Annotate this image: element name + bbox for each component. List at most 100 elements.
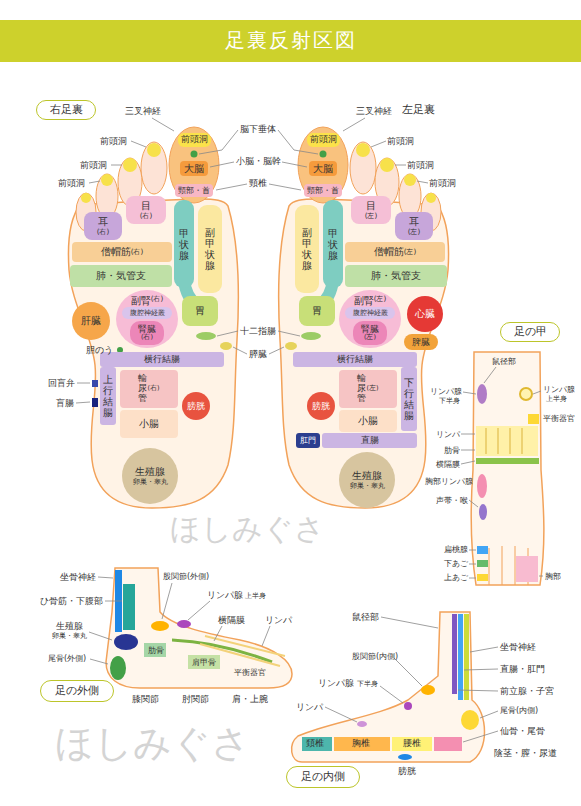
label-wrap: 横隔膜 bbox=[436, 460, 460, 469]
outer-side-illustration bbox=[162, 583, 172, 619]
leader-line bbox=[233, 347, 247, 354]
outer-side-illustration bbox=[177, 620, 191, 628]
reflex-zone: 肺・気管支 bbox=[70, 265, 172, 287]
zone-label: 副腎 bbox=[354, 295, 374, 307]
inner-side-illustration bbox=[464, 669, 498, 670]
zone-sublabel: (右) bbox=[131, 248, 144, 256]
zone-label: 足の外側 bbox=[55, 685, 99, 698]
part-label: 胆のう bbox=[86, 345, 113, 355]
zone-label: 直腸 bbox=[361, 435, 379, 445]
reflex-zone: 前頭洞 bbox=[307, 133, 340, 147]
label-wrap: 頚椎 bbox=[306, 738, 324, 748]
label-wrap: 下半身 bbox=[357, 680, 378, 688]
foot-top-illustration bbox=[471, 352, 544, 585]
reflex-zone: 直腸 bbox=[322, 433, 417, 448]
part-label: 生殖腺 bbox=[56, 621, 83, 631]
zone-label: 目 bbox=[141, 200, 151, 212]
reflex-zone: 膀胱 bbox=[182, 392, 210, 420]
reflex-zone: 上行結腸 bbox=[100, 367, 116, 425]
foot-top-illustration bbox=[477, 574, 488, 581]
inner-side-illustration bbox=[292, 612, 498, 762]
label-wrap: 腰椎 bbox=[403, 738, 421, 748]
view-badge: 足の甲 bbox=[500, 322, 560, 342]
inner-side-illustration bbox=[334, 737, 390, 751]
inner-side-illustration bbox=[461, 710, 479, 730]
outer-side-illustration bbox=[262, 626, 270, 646]
label-wrap: 脳下垂体 bbox=[240, 124, 276, 134]
reflex-zone: 大脳 bbox=[180, 161, 208, 176]
label-wrap: 前頭洞 bbox=[429, 178, 456, 188]
view-badge: 足の内側 bbox=[286, 766, 360, 788]
label-wrap: 上あご bbox=[444, 573, 468, 582]
zone-label: 膀胱 bbox=[312, 401, 330, 411]
label-wrap: 十二指腸 bbox=[240, 326, 276, 336]
zone-label: 肛門 bbox=[300, 436, 316, 445]
outer-side-illustration bbox=[123, 584, 135, 630]
label-wrap: 平衡器官 bbox=[543, 414, 575, 423]
part-label: 鼠径部 bbox=[492, 357, 516, 366]
part-label: 平衡器官 bbox=[543, 414, 575, 423]
leader-line bbox=[216, 184, 247, 190]
part-label: 前頭洞 bbox=[387, 136, 414, 146]
zone-sublabel: (左) bbox=[374, 295, 387, 303]
reflex-zone: 肺・気管支 bbox=[345, 265, 447, 287]
foot-top-illustration bbox=[533, 391, 541, 394]
reflex-zone: 大脳 bbox=[309, 161, 337, 176]
zone-label: 右足裏 bbox=[50, 104, 83, 117]
zone-label: 腹腔神経叢 bbox=[353, 309, 388, 317]
inner-side-illustration bbox=[381, 617, 438, 628]
zone-label: 僧帽筋 bbox=[101, 246, 131, 258]
sole-illustration bbox=[147, 143, 161, 157]
part-label: リンパ腺 bbox=[543, 385, 575, 394]
foot-top-illustration bbox=[516, 556, 538, 582]
leader-line bbox=[217, 331, 238, 336]
part-label: リンパ腺 bbox=[318, 678, 354, 688]
reflex-zone: 頸部・首 bbox=[175, 184, 213, 197]
right-sole-marks bbox=[76, 402, 90, 403]
part-label: 直腸・肛門 bbox=[500, 664, 545, 674]
foot-top-illustration bbox=[528, 414, 539, 424]
zone-label: 腎臓 bbox=[138, 324, 156, 334]
foot-top-illustration bbox=[461, 434, 475, 435]
label-wrap: 横隔膜 bbox=[218, 615, 245, 625]
reflex-zone: 膀胱 bbox=[307, 392, 335, 420]
reflex-zone: 耳(右) bbox=[84, 212, 122, 240]
zone-sublabel: (左) bbox=[365, 212, 378, 220]
zone-label: 胃 bbox=[312, 305, 322, 317]
part-label: 頸椎 bbox=[249, 178, 267, 188]
part-label: 声帯・喉 bbox=[436, 496, 468, 505]
foot-top-illustration bbox=[477, 560, 488, 567]
label-wrap: 回盲弁 bbox=[48, 378, 75, 388]
zone-sublabel: (左) bbox=[404, 248, 417, 256]
sole-illustration bbox=[152, 118, 174, 131]
label-wrap: 膀胱 bbox=[398, 766, 416, 776]
label-wrap: 肋骨 bbox=[148, 646, 164, 655]
reflex-zone: 甲状腺 bbox=[174, 200, 194, 288]
foot-top-illustration bbox=[461, 367, 543, 578]
watermark: ほしみぐさ bbox=[170, 512, 325, 547]
label-wrap: 小脳・脳幹 bbox=[236, 156, 281, 166]
part-label: 前頭洞 bbox=[407, 160, 434, 170]
reflex-zone: 僧帽筋(左) bbox=[345, 242, 445, 262]
reflex-zone: 耳(左) bbox=[395, 212, 433, 240]
part-label: 前頭洞 bbox=[100, 136, 127, 146]
foot-top-illustration bbox=[463, 392, 476, 394]
reflex-zone: 頸部・首 bbox=[304, 184, 342, 197]
inner-side-illustration bbox=[434, 737, 462, 751]
part-label: 肋骨 bbox=[148, 646, 164, 655]
right-sole-marks bbox=[76, 383, 90, 403]
label-wrap: ひ骨筋・下腹部 bbox=[40, 596, 103, 606]
foot-top-illustration bbox=[486, 428, 522, 454]
part-label: リンパ腺 bbox=[430, 387, 462, 396]
foot-top-illustration bbox=[461, 461, 475, 464]
label-wrap: 鼠径部 bbox=[492, 357, 516, 366]
part-label: 肋骨 bbox=[444, 446, 460, 455]
outer-side-illustration bbox=[151, 621, 169, 631]
foot-top-illustration bbox=[469, 564, 476, 565]
part-label: 平衡器官 bbox=[234, 668, 266, 677]
reflex-zone: 胃 bbox=[299, 296, 335, 326]
reflex-zone: 腹腔神経叢 bbox=[345, 307, 395, 319]
zone-sublabel: (右) bbox=[147, 385, 159, 392]
part-label: 三叉神経 bbox=[125, 106, 161, 116]
label-wrap: 股関節(内側) bbox=[352, 652, 398, 661]
